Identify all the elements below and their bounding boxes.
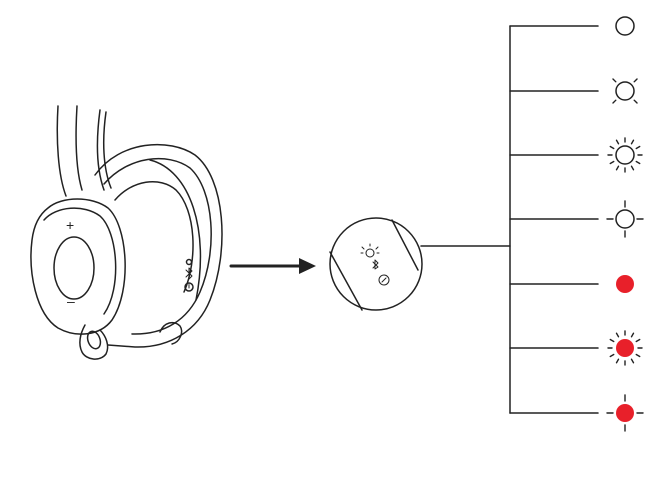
zoom-led-icon [360,243,380,258]
zoom-power-button [378,274,390,286]
zoom-bluetooth-icon [372,259,379,270]
microphone-tip [86,330,102,350]
touch-pad[interactable] [53,236,95,300]
usb-port [159,321,183,345]
ear-cup-inner-rim [114,181,194,293]
control-plate [30,198,126,335]
zoom-circle [329,217,423,311]
led-state-bracket [509,25,599,414]
led-red-blink-icon [606,394,644,432]
led-red-flash-icon [607,330,643,366]
microphone-boom [79,324,109,360]
zoom-panel-edge-left [329,251,363,311]
led-white-flash-icon [607,137,643,173]
side-bluetooth-icon [185,267,193,280]
headband [56,105,83,197]
side-led [185,258,193,266]
ear-cup-shell [94,143,223,348]
led-red-solid-icon [616,275,634,293]
control-plate-inner [43,207,117,315]
led-white-blink-icon [606,200,644,238]
headset-illustration: + – [30,105,223,360]
volume-down-mark: – [67,293,75,309]
side-panel [149,159,202,301]
led-state-icons [606,16,644,432]
volume-up-mark: + [66,217,74,233]
led-off-icon [615,16,635,36]
side-power-button[interactable] [184,282,194,292]
led-white-pulse-icon [612,78,638,104]
headband-inner [96,109,112,191]
zoomed-panel [329,217,423,311]
ear-cup-rim [103,157,212,335]
zoom-panel-edge-right [391,219,419,271]
zoom-arrow [229,258,316,274]
